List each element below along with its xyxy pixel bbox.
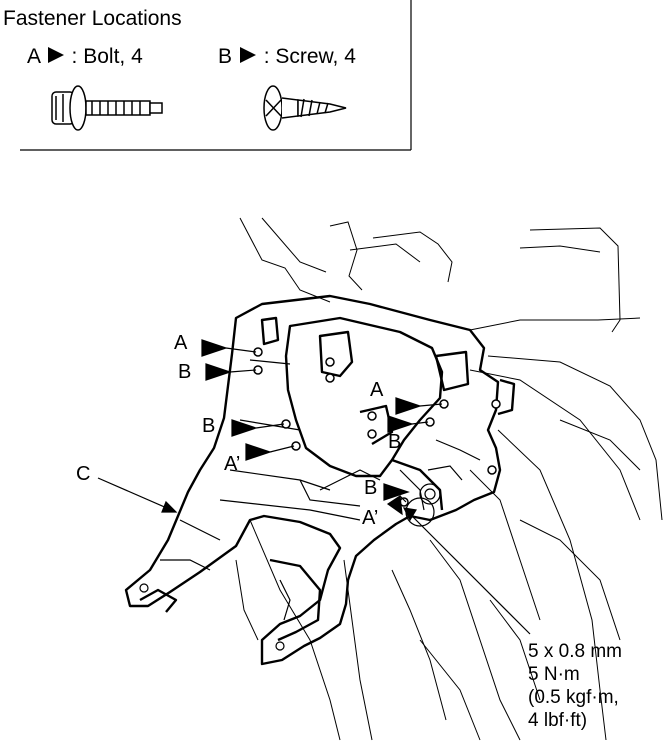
- legend-key-bolt: A : Bolt, 4: [27, 45, 143, 69]
- callout-a-prime-left: A’: [224, 453, 240, 475]
- legend-key-screw: B : Screw, 4: [218, 45, 356, 69]
- legend-letter-a: A: [27, 45, 40, 68]
- callout-a-center: A: [370, 379, 384, 401]
- bracket-detail-lines: [139, 359, 481, 651]
- legend-bolt-text: : Bolt, 4: [71, 45, 143, 68]
- legend-letter-b: B: [218, 45, 233, 68]
- legend-title: Fastener Locations: [3, 7, 182, 30]
- flange-bolt-icon: [51, 85, 163, 131]
- callout-b-center: B: [388, 431, 401, 453]
- surrounding-dashboard-linework: [235, 217, 663, 741]
- callout-b-lower: B: [364, 477, 377, 499]
- callout-a-left: A: [174, 332, 188, 354]
- pointer-triangle-icon: [47, 47, 64, 63]
- callout-b-lower-left: B: [202, 415, 215, 437]
- fastener-holes: [253, 347, 501, 507]
- legend-screw-text: : Screw, 4: [263, 45, 356, 68]
- pointer-triangle-icon: [239, 47, 256, 63]
- torque-spec-nm: 5 N·m: [528, 664, 580, 685]
- callout-a-prime-lower: A’: [362, 507, 378, 529]
- torque-spec-kgf: (0.5 kgf·m,: [528, 687, 619, 708]
- pan-head-screw-icon: [263, 85, 347, 131]
- torque-spec-lbf: 4 lbf·ft): [528, 710, 588, 731]
- legend-frame: [20, 0, 412, 151]
- callout-b-left: B: [178, 361, 191, 383]
- callout-c-bracket: C: [76, 463, 90, 485]
- torque-spec-size: 5 x 0.8 mm: [528, 641, 622, 662]
- callout-arrows: [97, 339, 531, 635]
